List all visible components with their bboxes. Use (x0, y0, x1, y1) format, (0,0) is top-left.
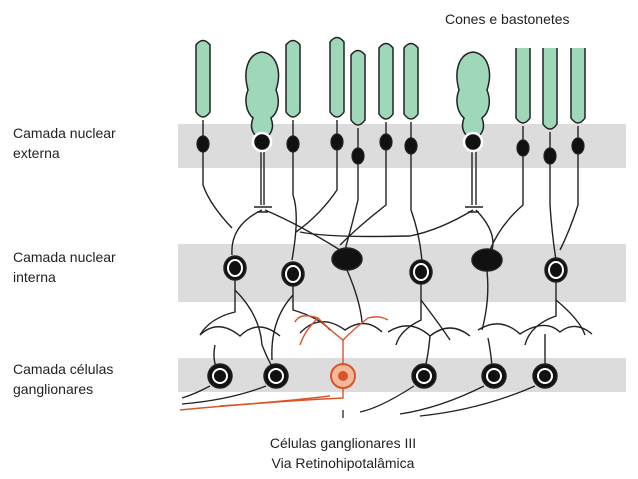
cone-nucleus (464, 133, 482, 151)
open-rod (543, 48, 557, 129)
rod-outer-segment (196, 41, 210, 118)
caption-line2: Via Retinohipotalâmica (243, 454, 443, 472)
ganglion-band (178, 358, 626, 392)
open-rod (516, 48, 530, 123)
rod-nucleus (197, 136, 209, 152)
rod-outer-segment (286, 41, 300, 118)
ganglion-layer-label-line2: ganglionares (13, 380, 93, 398)
rod-nucleus (331, 134, 343, 150)
open-rods (516, 48, 585, 129)
caption-line1: Células ganglionares III (243, 434, 443, 452)
rod-nucleus (517, 140, 529, 156)
inner-nuclear-layer-label-line1: Camada nuclear (13, 248, 116, 266)
cone-outer-segment (246, 52, 279, 136)
rod-nucleus (380, 134, 392, 150)
ganglion-cell (412, 364, 436, 388)
rod-outer-segment (351, 51, 365, 126)
ganglion-cell (482, 364, 506, 388)
ganglion-cell (533, 364, 557, 388)
ganglion-cell (208, 364, 232, 388)
photoreceptors (196, 38, 489, 137)
rod-outer-segment (330, 38, 344, 118)
rod-nucleus (352, 148, 364, 164)
horizontal-cell (472, 249, 502, 271)
rod-nucleus (287, 136, 299, 152)
rod-nucleus (572, 138, 584, 154)
rod-outer-segment (379, 44, 393, 120)
outer-nuclear-band (178, 124, 626, 168)
horizontal-cell (332, 248, 362, 270)
rod-outer-segment (404, 44, 418, 120)
rod-nucleus (544, 148, 556, 164)
cone-nucleus (253, 133, 271, 151)
inner-nuclear-layer-label-line2: interna (13, 268, 56, 286)
ganglion-layer-label-line1: Camada células (13, 360, 113, 378)
open-rod (571, 48, 585, 123)
ganglion-cell (264, 364, 288, 388)
photoreceptors-label: Cones e bastonetes (445, 10, 570, 28)
cone-outer-segment (457, 52, 490, 136)
outer-nuclear-layer-label-line1: Camada nuclear (13, 124, 116, 142)
outer-nuclear-layer-label-line2: externa (13, 144, 60, 162)
rod-nucleus (405, 138, 417, 154)
